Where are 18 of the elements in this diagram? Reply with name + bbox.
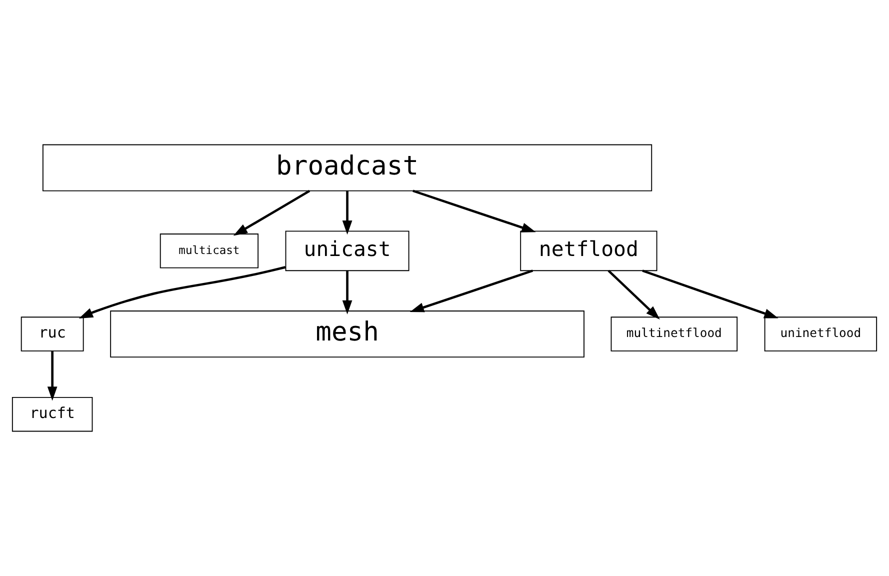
node-box: unicast bbox=[285, 230, 410, 272]
node-box: mesh bbox=[110, 310, 584, 358]
arrow bbox=[47, 351, 58, 401]
arrow bbox=[642, 270, 778, 318]
node-box: rucft bbox=[12, 396, 93, 432]
arrow bbox=[233, 190, 310, 236]
node-box: broadcast bbox=[42, 144, 652, 192]
node-box: netflood bbox=[520, 230, 658, 272]
arrow bbox=[342, 190, 352, 235]
node-box: ruc bbox=[20, 316, 84, 352]
arrow bbox=[78, 266, 286, 318]
arrow bbox=[412, 190, 536, 232]
node-box: multinetflood bbox=[610, 316, 738, 352]
node-box: multicast bbox=[160, 234, 259, 268]
node-box: uninetflood bbox=[764, 316, 878, 352]
arrow bbox=[410, 270, 534, 312]
arrow bbox=[608, 270, 660, 320]
arrow bbox=[342, 270, 352, 314]
